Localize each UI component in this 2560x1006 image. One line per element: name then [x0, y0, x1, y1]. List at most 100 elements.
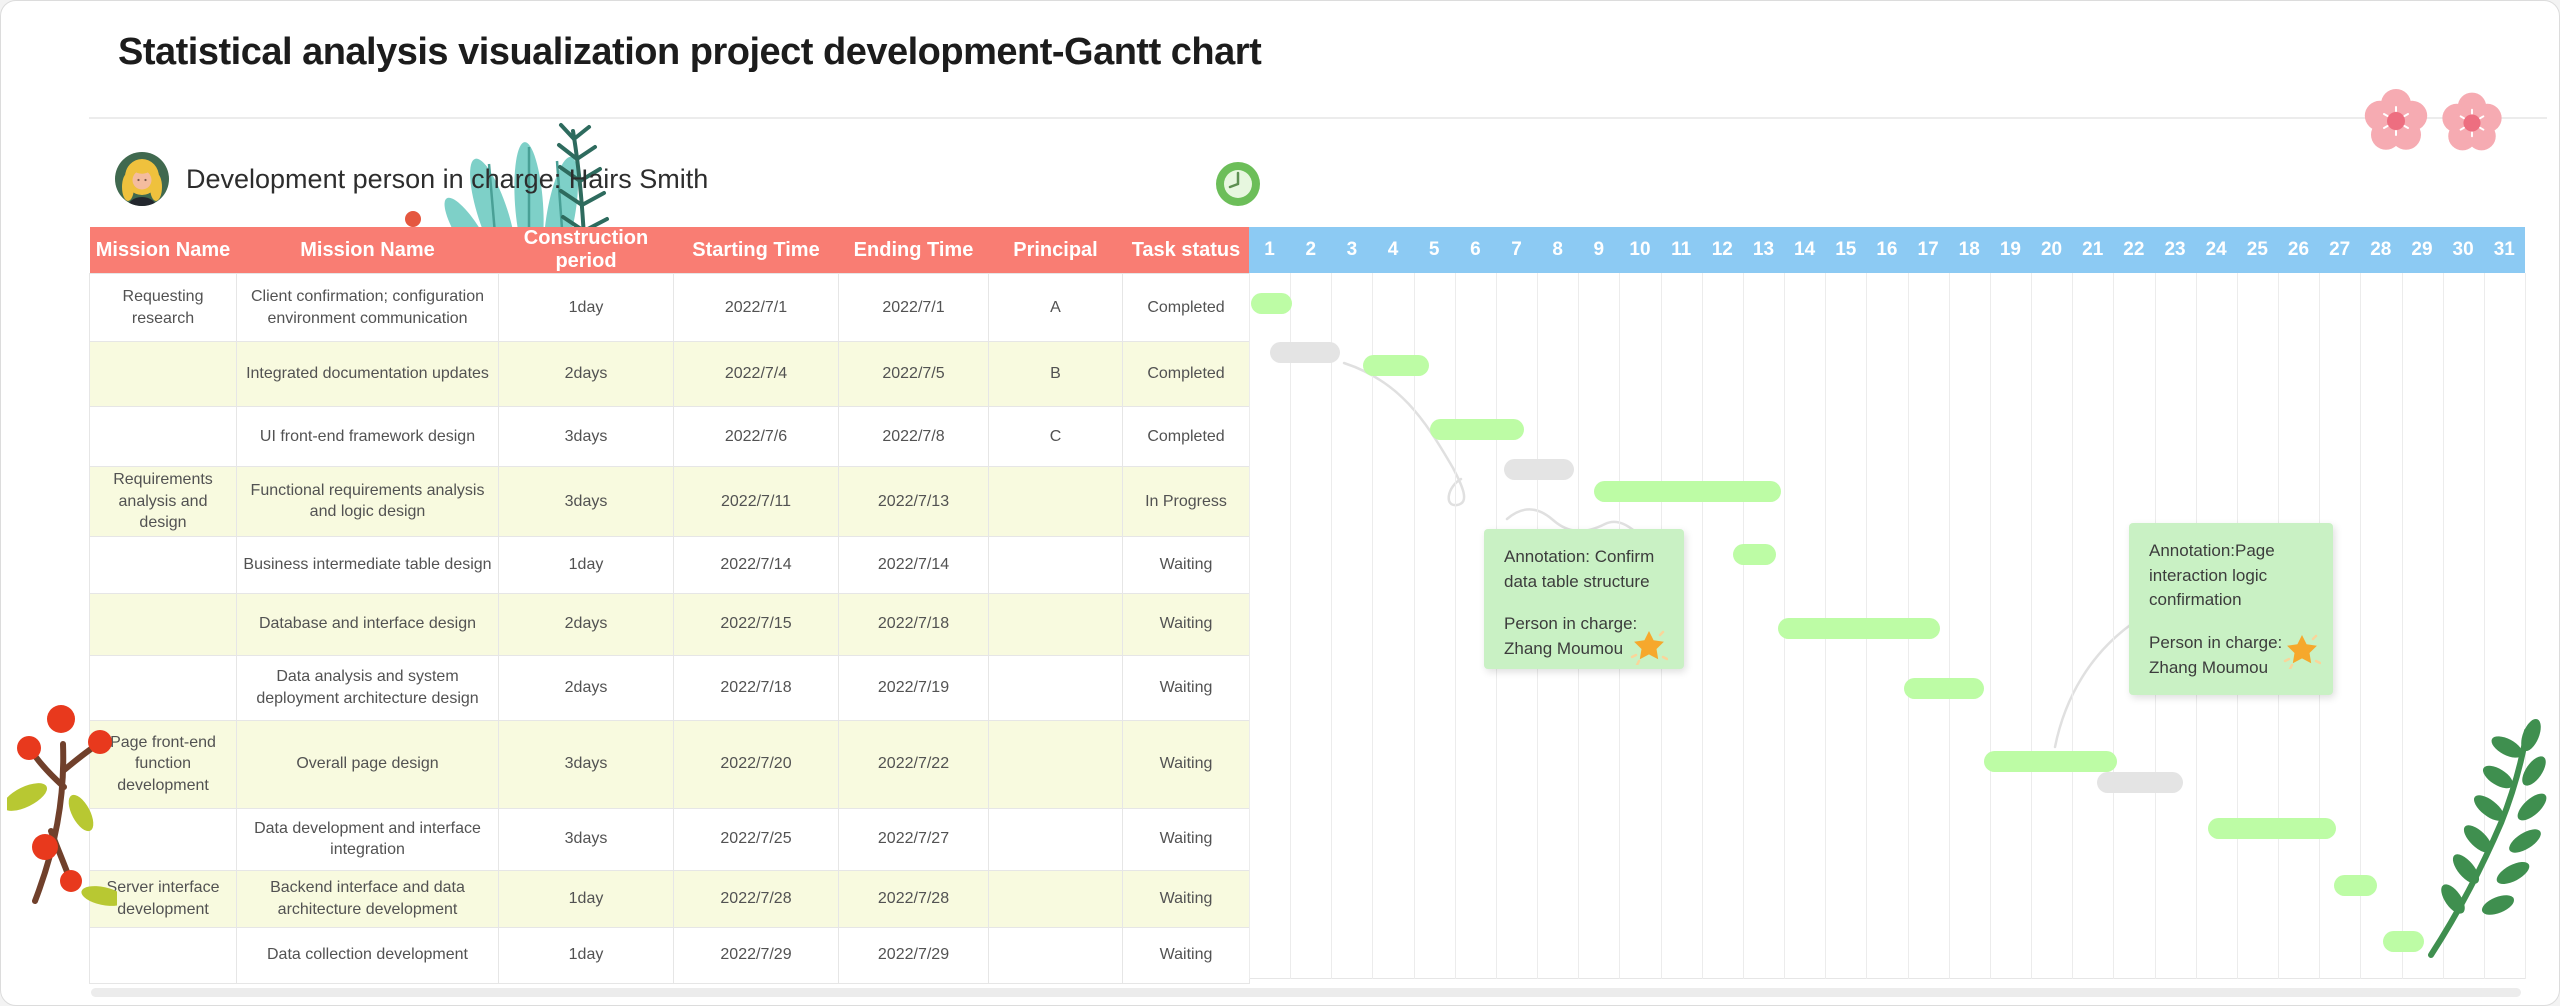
table-cell: 1day [498, 869, 674, 928]
grid-line [1290, 273, 1292, 979]
day-label: 30 [2452, 239, 2474, 260]
gantt-bar[interactable] [1777, 618, 1941, 639]
day-label: 23 [2164, 239, 2186, 260]
table-cell: 2022/7/28 [673, 869, 839, 928]
avatar [115, 152, 169, 206]
grid-line [2483, 273, 2485, 979]
table-cell: 2022/7/1 [838, 273, 989, 342]
column-header: Mission Name [236, 227, 499, 274]
table-cell [89, 807, 237, 871]
gantt-bar[interactable] [1903, 678, 1984, 699]
annotation-note[interactable]: Annotation: Confirm data table structure… [1484, 529, 1684, 669]
day-label: 22 [2123, 239, 2145, 260]
gantt-bar[interactable] [2383, 931, 2425, 952]
table-cell: 3days [498, 719, 674, 809]
table-cell: 2022/7/18 [673, 654, 839, 721]
fern-decoration [2413, 713, 2553, 968]
owner-label: Development person in charge: Hairs Smit… [186, 163, 709, 194]
table-cell: Waiting [1122, 807, 1250, 871]
table-cell [89, 592, 237, 656]
horizontal-scrollbar[interactable] [91, 988, 2521, 997]
grid-line [2072, 273, 2074, 979]
day-label: 11 [1671, 239, 1692, 260]
annotation-note[interactable]: Annotation:Page interaction logic confir… [2129, 523, 2333, 695]
table-cell: Waiting [1122, 535, 1250, 594]
table-cell: Waiting [1122, 654, 1250, 721]
table-cell: 2days [498, 654, 674, 721]
table-cell: 2022/7/29 [838, 926, 989, 984]
table-cell [988, 926, 1123, 984]
table-cell [988, 869, 1123, 928]
table-cell: Functional requirements analysis and log… [236, 466, 499, 537]
table-cell: Backend interface and data architecture … [236, 869, 499, 928]
berry-branch-decoration [2, 689, 125, 919]
table-cell: 2022/7/19 [838, 654, 989, 721]
grid-line [2442, 273, 2444, 979]
red-bud-icon [405, 211, 421, 227]
gantt-bar[interactable] [1593, 481, 1782, 502]
day-label: 4 [1387, 239, 1399, 260]
day-label: 29 [2411, 239, 2433, 260]
day-label: 18 [1958, 239, 1980, 260]
gantt-bar[interactable] [1430, 419, 1524, 440]
grid-line [1372, 273, 1374, 979]
column-header: Task status [1122, 227, 1250, 274]
grid-line [2113, 273, 2115, 979]
table-cell: Waiting [1122, 592, 1250, 656]
gantt-bar[interactable] [1983, 751, 2118, 772]
teal-plant-decoration [401, 119, 711, 227]
column-header: Starting Time [673, 227, 839, 274]
table-cell: 1day [498, 926, 674, 984]
table-cell [89, 654, 237, 721]
gantt-bar[interactable] [1732, 544, 1776, 565]
gantt-bar[interactable] [2208, 818, 2336, 839]
gantt-bar[interactable] [2333, 875, 2377, 896]
gantt-bar[interactable] [1363, 355, 1430, 376]
table-cell [988, 654, 1123, 721]
table-cell: 2022/7/28 [838, 869, 989, 928]
annotation-text: Annotation: Confirm data table structure [1504, 547, 1655, 591]
table-cell: 2022/7/1 [673, 273, 839, 342]
table-cell: 2days [498, 592, 674, 656]
table-cell [988, 719, 1123, 809]
day-label: 6 [1470, 239, 1481, 260]
table-cell: 1day [498, 535, 674, 594]
gantt-bar[interactable] [2096, 772, 2184, 793]
grid-line [1701, 273, 1703, 979]
star-icon [2283, 634, 2321, 669]
teal-plant-icon [405, 123, 609, 227]
day-label: 7 [1511, 239, 1522, 260]
table-cell: 2022/7/6 [673, 406, 839, 467]
day-label: 31 [2493, 239, 2515, 260]
table-cell [988, 466, 1123, 537]
table-cell: UI front-end framework design [236, 406, 499, 467]
table-cell: Completed [1122, 406, 1250, 467]
flower-icon [2356, 81, 2436, 166]
title-divider [89, 117, 2547, 119]
table-cell: Data collection development [236, 926, 499, 984]
clock-icon[interactable] [1215, 161, 1261, 207]
grid-line [1948, 273, 1950, 979]
table-cell: 2022/7/8 [838, 406, 989, 467]
annotation-person: Person in charge: Zhang Moumou [1504, 614, 1638, 658]
table-cell: Database and interface design [236, 592, 499, 656]
grid-line [1249, 273, 1250, 979]
gantt-bar[interactable] [1251, 293, 1293, 314]
day-label: 8 [1552, 239, 1563, 260]
table-cell: Client confirmation; configuration envir… [236, 273, 499, 342]
table-cell: Page front-end function development [89, 719, 237, 809]
day-label: 28 [2370, 239, 2392, 260]
gantt-bar[interactable] [1269, 342, 1341, 363]
table-cell: 2022/7/22 [838, 719, 989, 809]
table-cell: B [988, 341, 1123, 407]
gantt-bar[interactable] [1504, 459, 1575, 480]
table-cell: Requirements analysis and design [89, 466, 237, 537]
